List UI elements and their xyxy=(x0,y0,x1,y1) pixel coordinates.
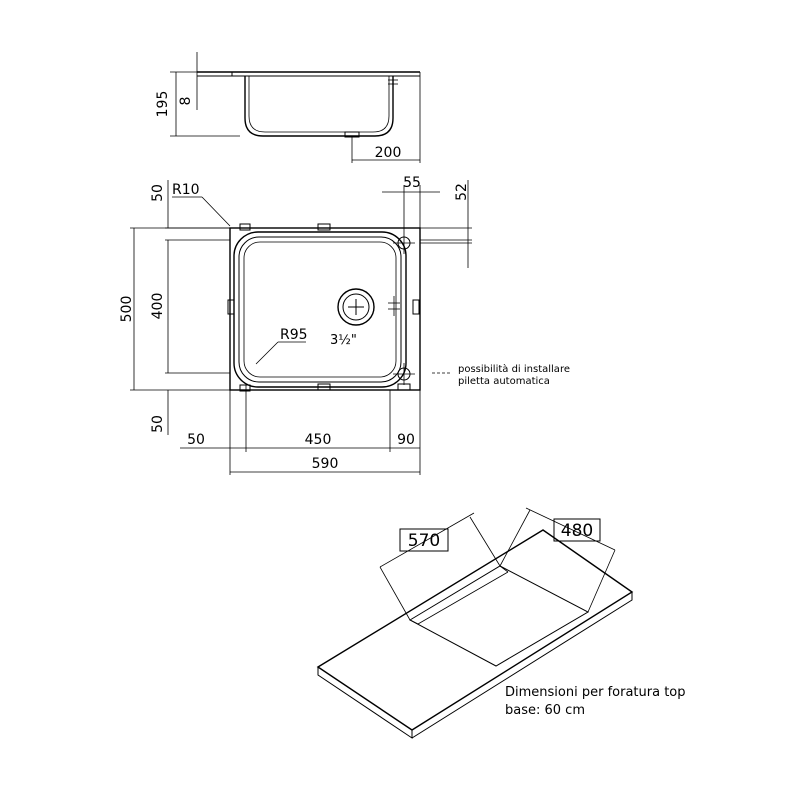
side-view: 195 8 200 xyxy=(155,52,421,163)
side-rim-label: 8 xyxy=(178,97,194,106)
label-570-box xyxy=(399,528,449,552)
side-height-label: 195 xyxy=(155,91,171,118)
left-bottom-label: 50 xyxy=(150,415,166,433)
bowl-height-label: 400 xyxy=(150,293,166,320)
side-drain-offset-label: 200 xyxy=(375,145,402,161)
label-480-box xyxy=(553,518,601,542)
tap-depth-label: 52 xyxy=(454,183,470,201)
cutout-caption-line1: Dimensioni per foratura top xyxy=(505,685,686,700)
cutout-caption-line2: base: 60 cm xyxy=(505,703,585,718)
top-view: 3½" R10 R95 500 400 50 50 xyxy=(119,175,570,475)
total-width-label: 590 xyxy=(312,456,339,472)
automatic-drain-note-line1: possibilità di installare xyxy=(458,363,570,375)
left-top-label: 50 xyxy=(150,184,166,202)
label-480: 480 xyxy=(561,521,593,541)
automatic-drain-note-line2: piletta automatica xyxy=(458,376,550,387)
bottom-left-label: 50 xyxy=(187,432,205,448)
label-570: 570 xyxy=(408,531,440,551)
tap-offset-label: 55 xyxy=(403,175,421,191)
drain-size-label: 3½" xyxy=(330,333,357,348)
bowl-width-label: 450 xyxy=(305,432,332,448)
bowl-radius-label: R95 xyxy=(280,327,308,343)
iso-view: 570 480 Dimensioni per foratura top base… xyxy=(316,507,686,739)
corner-radius-label: R10 xyxy=(172,182,200,198)
total-height-label: 500 xyxy=(119,296,135,323)
right-label: 90 xyxy=(397,432,415,448)
